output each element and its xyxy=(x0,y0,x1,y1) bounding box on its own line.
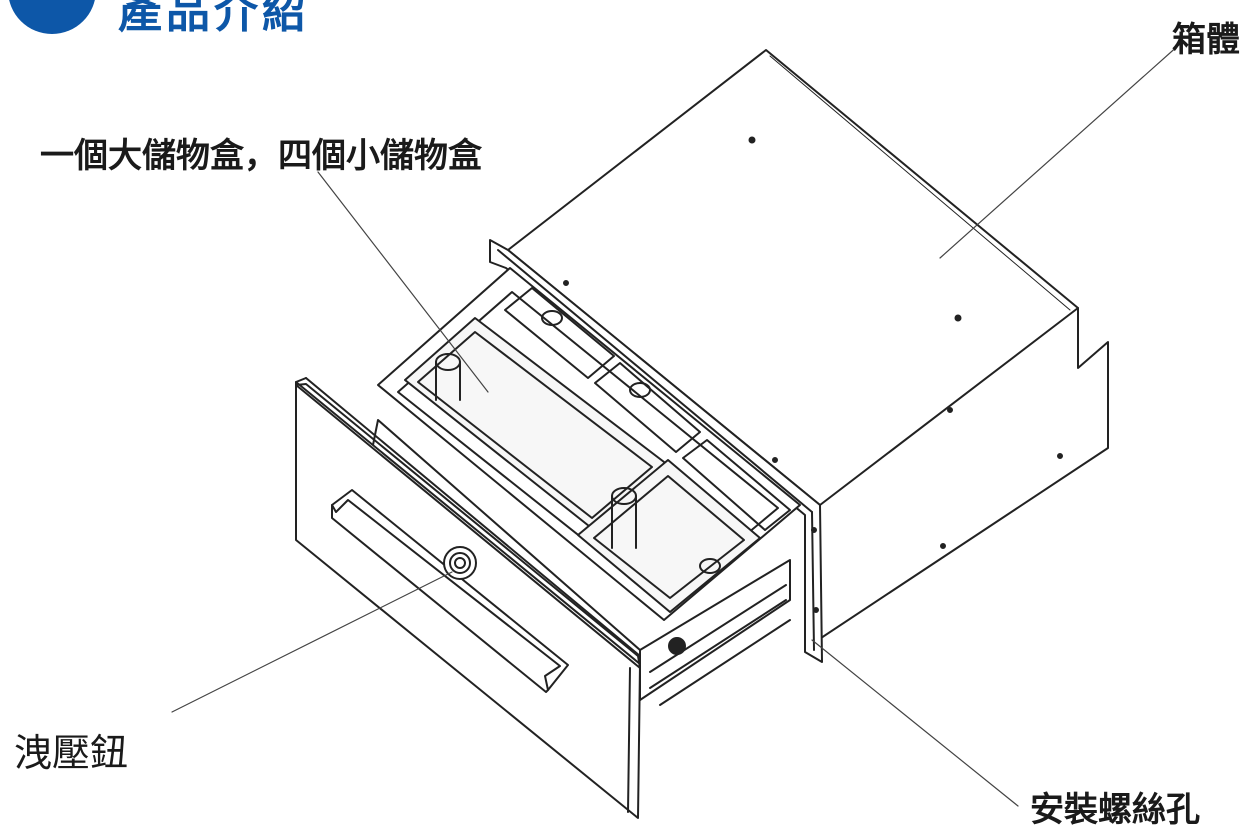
page-title: 產品介紹 xyxy=(118,0,310,38)
leader-mounting-holes xyxy=(811,639,1019,807)
label-storage-boxes: 一個大儲物盒，四個小儲物盒 xyxy=(40,136,482,176)
header-badge xyxy=(9,0,95,34)
small-storage-box xyxy=(594,362,701,453)
press-release-knob xyxy=(443,546,477,580)
label-mounting-holes: 安裝螺絲孔 xyxy=(1030,790,1200,830)
label-press-button: 洩壓鈕 xyxy=(14,731,129,775)
leader-cabinet-body xyxy=(939,43,1181,259)
label-cabinet-body: 箱體 xyxy=(1172,20,1240,60)
leader-storage-boxes xyxy=(317,171,489,393)
small-storage-box xyxy=(682,439,791,531)
leader-press-button xyxy=(171,571,453,713)
small-storage-box xyxy=(577,459,761,613)
drawer-front-panel xyxy=(295,377,641,819)
storage-tray xyxy=(377,267,801,621)
small-storage-box xyxy=(504,287,615,379)
drawer-handle xyxy=(331,489,569,693)
